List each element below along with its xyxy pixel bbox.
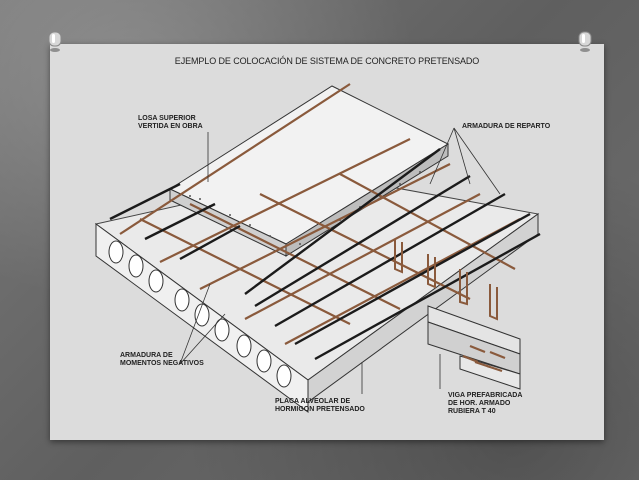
pushpin-icon [46, 30, 64, 54]
beam-rebar-stubs [462, 344, 506, 373]
distribution-rebars [119, 83, 521, 345]
label-armadura-negativos: ARMADURA DE MOMENTOS NEGATIVOS [120, 352, 204, 367]
negative-moment-rebars [109, 148, 541, 361]
pushpin-icon [576, 30, 594, 54]
hollow-cores [108, 240, 292, 388]
label-losa-superior: LOSA SUPERIOR VERTIDA EN OBRA [138, 115, 203, 130]
label-viga-prefabricada: VIGA PREFABRICADA DE HOR. ARMADO RUBIERA… [448, 392, 523, 415]
leader-lines [179, 127, 501, 394]
label-placa-alveolar: PLACA ALVEOLAR DE HORMIGON PRETENSADO [275, 398, 365, 413]
label-armadura-reparto: ARMADURA DE REPARTO [462, 123, 551, 130]
diagram-title: EJEMPLO DE COLOCACIÓN DE SISTEMA DE CONC… [174, 56, 480, 66]
beam-stirrups [394, 239, 498, 321]
slab-diagram [94, 83, 541, 413]
